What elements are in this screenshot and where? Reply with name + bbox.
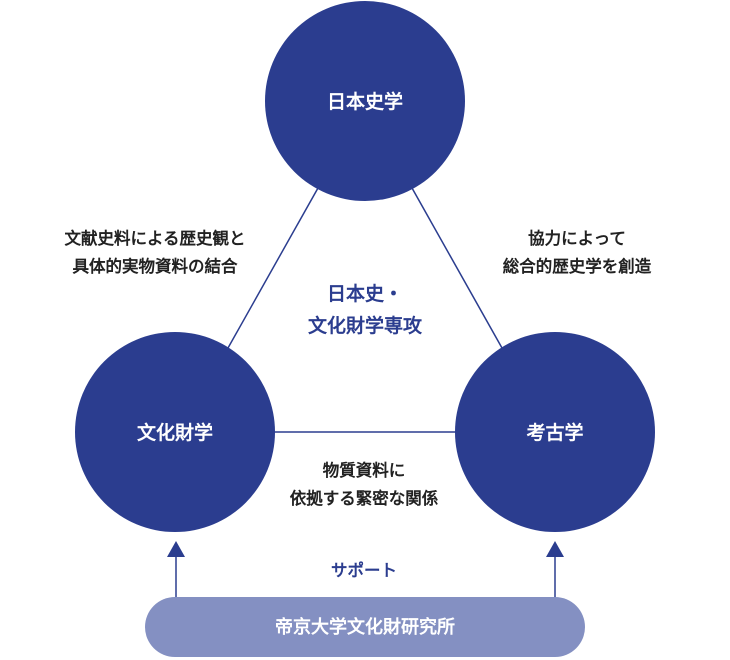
center-label: 日本史・ 文化財学専攻 xyxy=(308,282,423,337)
node-label: 文化財学 xyxy=(137,421,213,444)
node-bunkazaigaku: 文化財学 xyxy=(75,332,275,532)
institute-bar-background xyxy=(145,597,585,657)
node-label: 日本史学 xyxy=(327,90,403,113)
relation-left-line1: 文献史料による歴史観と xyxy=(64,228,245,248)
relation-bottom: 物質資料に 依拠する緊密な関係 xyxy=(290,460,439,508)
relation-left-line2: 具体的実物資料の結合 xyxy=(73,256,239,276)
relation-left: 文献史料による歴史観と 具体的実物資料の結合 xyxy=(64,228,245,276)
relation-bottom-line1: 物質資料に xyxy=(323,460,406,480)
node-kokogaku: 考古学 xyxy=(455,332,655,532)
node-circle xyxy=(265,1,465,201)
node-circle xyxy=(75,332,275,532)
institute-bar: 帝京大学文化財研究所 xyxy=(145,597,585,657)
arrow-head-icon xyxy=(167,541,185,557)
node-nihonshigaku: 日本史学 xyxy=(265,1,465,201)
support-arrow-right xyxy=(546,541,564,598)
connector-top-right xyxy=(411,187,503,349)
center-label-line1: 日本史・ xyxy=(327,282,403,305)
arrow-head-icon xyxy=(546,541,564,557)
relation-right-line2: 総合的歴史学を創造 xyxy=(503,256,652,276)
support-arrow-left xyxy=(167,541,185,598)
relation-right-line1: 協力によって xyxy=(528,228,626,248)
relation-right: 協力によって 総合的歴史学を創造 xyxy=(503,228,652,276)
node-label: 考古学 xyxy=(526,421,583,444)
node-circle xyxy=(455,332,655,532)
support-label: サポート xyxy=(331,560,397,580)
center-label-line2: 文化財学専攻 xyxy=(308,314,423,337)
connector-top-left xyxy=(227,187,319,349)
institute-bar-label: 帝京大学文化財研究所 xyxy=(275,616,455,638)
relation-bottom-line2: 依拠する緊密な関係 xyxy=(290,488,439,508)
